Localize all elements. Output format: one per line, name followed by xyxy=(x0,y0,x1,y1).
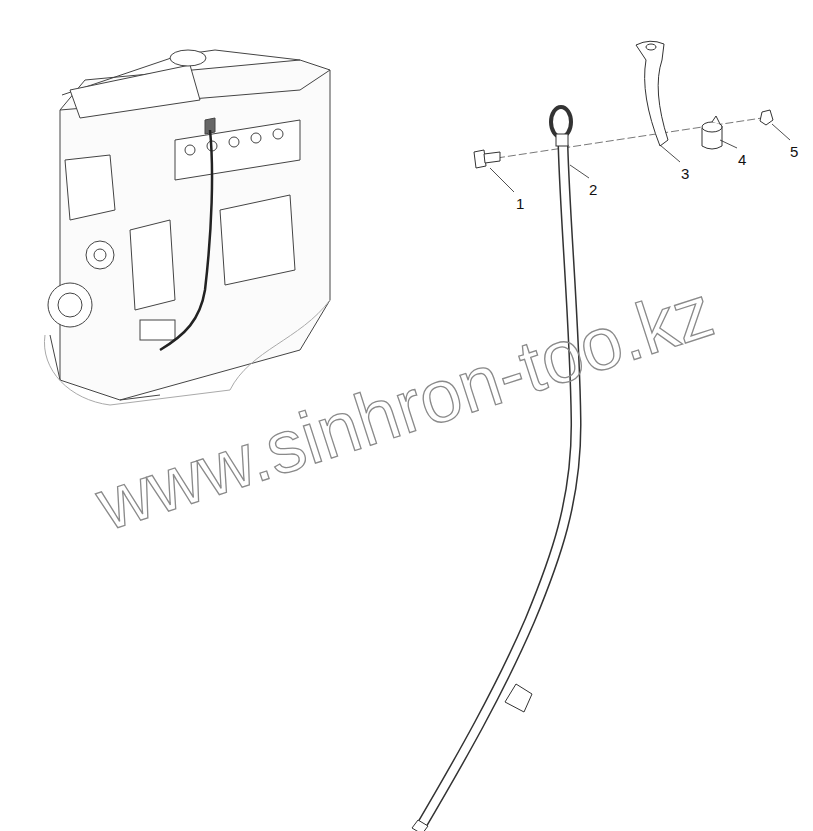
bracket-part xyxy=(636,41,668,146)
callout-number: 5 xyxy=(790,144,798,159)
dipstick-in-engine xyxy=(160,130,212,350)
engine-sketch xyxy=(44,50,330,405)
clip-part xyxy=(702,116,722,149)
nut-part xyxy=(760,110,773,125)
callout-number: 4 xyxy=(738,152,746,167)
dipstick-part xyxy=(412,107,576,831)
callout-number: 2 xyxy=(589,182,597,197)
callout-number: 1 xyxy=(516,196,524,211)
bolt-part xyxy=(474,150,500,168)
assembly-axis xyxy=(497,118,762,158)
callout-number: 3 xyxy=(681,166,689,181)
leader-lines xyxy=(490,124,790,192)
